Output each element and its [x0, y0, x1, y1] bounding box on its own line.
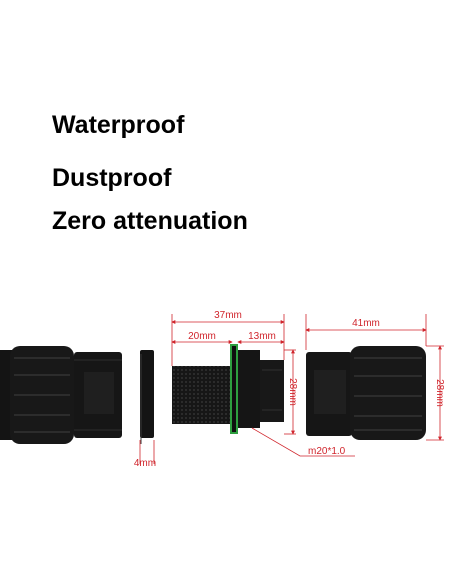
- dim-cap-diameter: 28mm: [426, 345, 445, 441]
- dim-thread-spec-label: m20*1.0: [308, 446, 346, 457]
- dim-thread-spec: m20*1.0: [251, 427, 355, 457]
- dim-thread-length-label: 20mm: [188, 331, 216, 342]
- nut-part: [140, 350, 154, 444]
- dim-total-length-label: 37mm: [214, 310, 242, 321]
- feature-dustproof: Dustproof: [52, 164, 172, 192]
- right-cap-part: [306, 346, 426, 440]
- dim-body-length-label: 13mm: [248, 331, 276, 342]
- dim-cap-length: 41mm: [305, 314, 427, 350]
- dim-thread-length: 20mm: [171, 331, 233, 344]
- feature-waterproof: Waterproof: [52, 111, 185, 139]
- connector-dimension-diagram: 37mm 20mm 13mm 28mm 4mm m20*1.0 41mm: [0, 310, 445, 469]
- left-cap-part: [0, 346, 122, 444]
- feature-zero-attenuation: Zero attenuation: [52, 207, 248, 235]
- dim-body-length: 13mm: [237, 331, 285, 344]
- dim-cap-length-label: 41mm: [352, 318, 380, 329]
- threaded-body-part: [172, 344, 284, 434]
- dim-body-diameter-label: 28mm: [287, 378, 298, 406]
- dim-nut-thickness-label: 4mm: [134, 458, 156, 469]
- dim-nut-thickness: 4mm: [134, 440, 156, 469]
- dim-cap-diameter-label: 28mm: [434, 379, 445, 407]
- dim-body-diameter: 28mm: [284, 349, 298, 435]
